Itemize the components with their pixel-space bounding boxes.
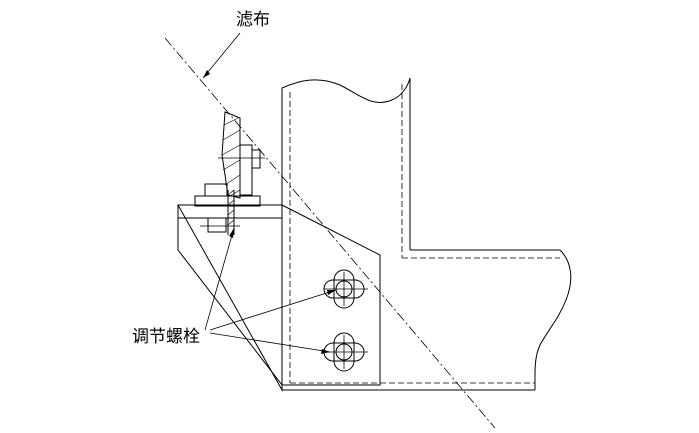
lower-adjusting-bolt [323, 332, 368, 372]
clamp-block [218, 111, 265, 199]
filter-cloth-label: 滤布 [236, 10, 270, 30]
adjusting-bolt-label: 调节螺栓 [132, 327, 200, 347]
frame-column [281, 77, 572, 391]
filter-cloth-leader [202, 32, 241, 79]
filter-cloth-line [164, 37, 496, 429]
adjusting-plate [281, 204, 381, 386]
adjusting-bolt-leaders [204, 227, 337, 354]
upper-adjusting-bolt [323, 269, 368, 309]
base-plate-bolt [194, 183, 261, 235]
filter-cloth-arrowhead [203, 70, 210, 78]
support-bracket [177, 204, 283, 392]
